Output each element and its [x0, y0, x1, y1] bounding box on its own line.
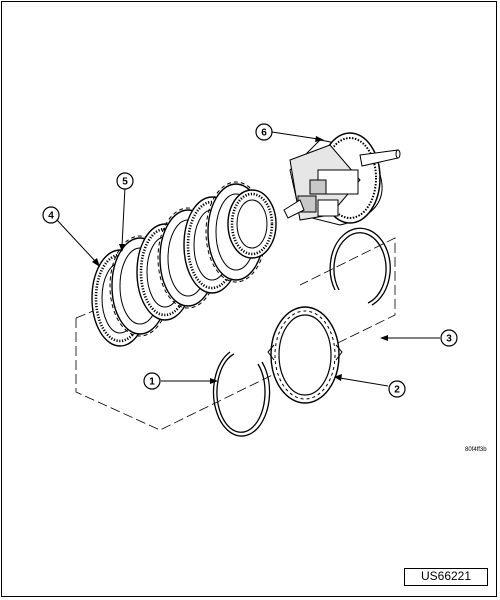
svg-text:3: 3 — [446, 334, 452, 345]
image-ref-code: 80f4ff3b — [465, 447, 487, 453]
clutch-disc — [227, 189, 277, 259]
reaction-plate — [267, 306, 343, 404]
svg-text:6: 6 — [261, 128, 267, 139]
svg-text:2: 2 — [394, 385, 400, 396]
clutch-retainer-hub — [283, 132, 401, 226]
svg-text:4: 4 — [48, 211, 54, 222]
callout-5: 5 — [116, 172, 134, 190]
svg-text:1: 1 — [149, 377, 155, 388]
callout-4: 4 — [42, 206, 60, 224]
callout-3: 3 — [440, 329, 458, 347]
figure-code-label: US66221 — [404, 568, 488, 586]
leader-arrowheads — [92, 136, 388, 384]
callout-1: 1 — [143, 372, 161, 390]
callout-2: 2 — [388, 380, 406, 398]
callout-6: 6 — [255, 123, 273, 141]
snap-ring-upper — [329, 227, 391, 306]
snap-ring-lower — [212, 351, 271, 437]
svg-text:5: 5 — [122, 177, 128, 188]
leader-lines — [56, 131, 440, 387]
clutch-pack — [91, 181, 277, 347]
